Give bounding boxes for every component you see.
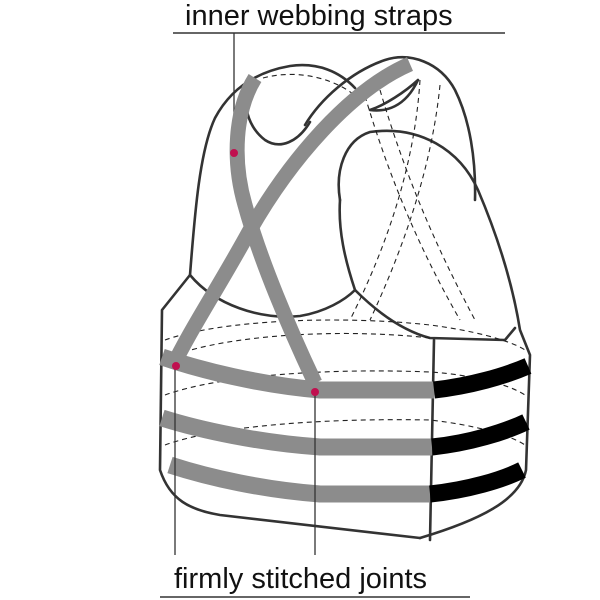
top-callout: inner webbing straps	[173, 0, 505, 153]
back-panel-outline	[337, 129, 532, 540]
horizontal-strap-1-back	[433, 358, 532, 399]
stitch-line	[369, 84, 441, 321]
back-panel-inner	[338, 198, 357, 292]
label-firmly-stitched-joints: firmly stitched joints	[174, 563, 427, 595]
back-shoulder-outline	[303, 56, 477, 202]
joint-marker-center	[311, 388, 319, 396]
shoulder-strap-diagonal	[165, 57, 414, 372]
horizontal-strap-1	[159, 348, 434, 399]
label-inner-webbing-straps: inner webbing straps	[185, 0, 453, 32]
side-flap	[353, 288, 517, 342]
front-straps	[159, 57, 532, 503]
stitch-line	[349, 79, 421, 321]
horizontal-strap-3	[167, 456, 430, 503]
shoulder-strap-left	[229, 74, 322, 387]
front-panel-outline	[158, 63, 422, 540]
horizontal-strap-2	[159, 409, 432, 456]
horizontal-strap-3-back	[429, 462, 526, 503]
armhole	[368, 78, 420, 112]
joint-marker-shoulder	[230, 149, 238, 157]
bottom-callout: firmly stitched joints	[160, 149, 470, 598]
stitch-line	[379, 89, 476, 321]
stitch-line	[164, 319, 526, 351]
joint-marker-left	[172, 362, 180, 370]
horizontal-strap-2-back	[431, 414, 530, 456]
stitch-line	[364, 95, 461, 321]
